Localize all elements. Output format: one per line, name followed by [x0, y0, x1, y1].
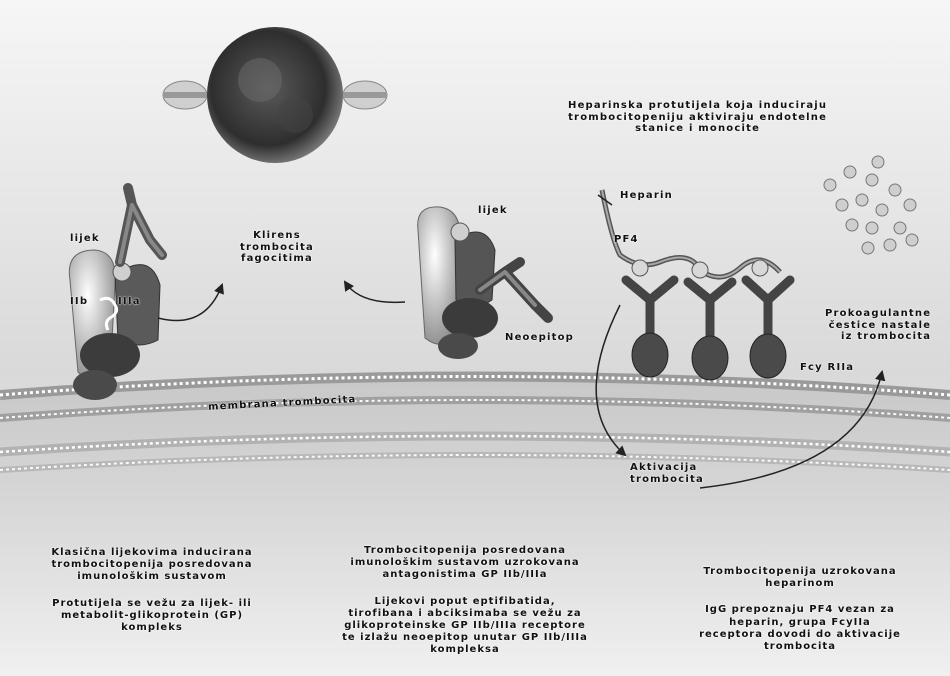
activation-label: Aktivacija trombocita — [630, 462, 704, 485]
caption-classic: Klasična lijekovima inducirana trombocit… — [12, 547, 292, 634]
drug-label-left: lijek — [70, 233, 100, 245]
neoepitope-label: Neoepitop — [505, 332, 574, 344]
drug-label-middle: lijek — [478, 205, 508, 217]
clearance-label: Klirens trombocita fagocitima — [240, 230, 314, 265]
procoagulant-label: Prokoagulantne čestice nastale iz trombo… — [825, 308, 931, 343]
fcy-receptor-label: Fcy RIIa — [800, 362, 854, 374]
heparin-antibody-title: Heparinska protutijela koja induciraju t… — [568, 100, 827, 135]
iib-label: IIb — [70, 296, 88, 308]
iiia-label: IIIa — [118, 296, 141, 308]
caption-gp-antagonists: Trombocitopenija posredovana imunološkim… — [305, 545, 625, 657]
caption-heparin: Trombocitopenija uzrokovana heparinom Ig… — [660, 566, 940, 653]
heparin-label: Heparin — [620, 190, 673, 202]
pf4-label: PF4 — [614, 234, 639, 246]
